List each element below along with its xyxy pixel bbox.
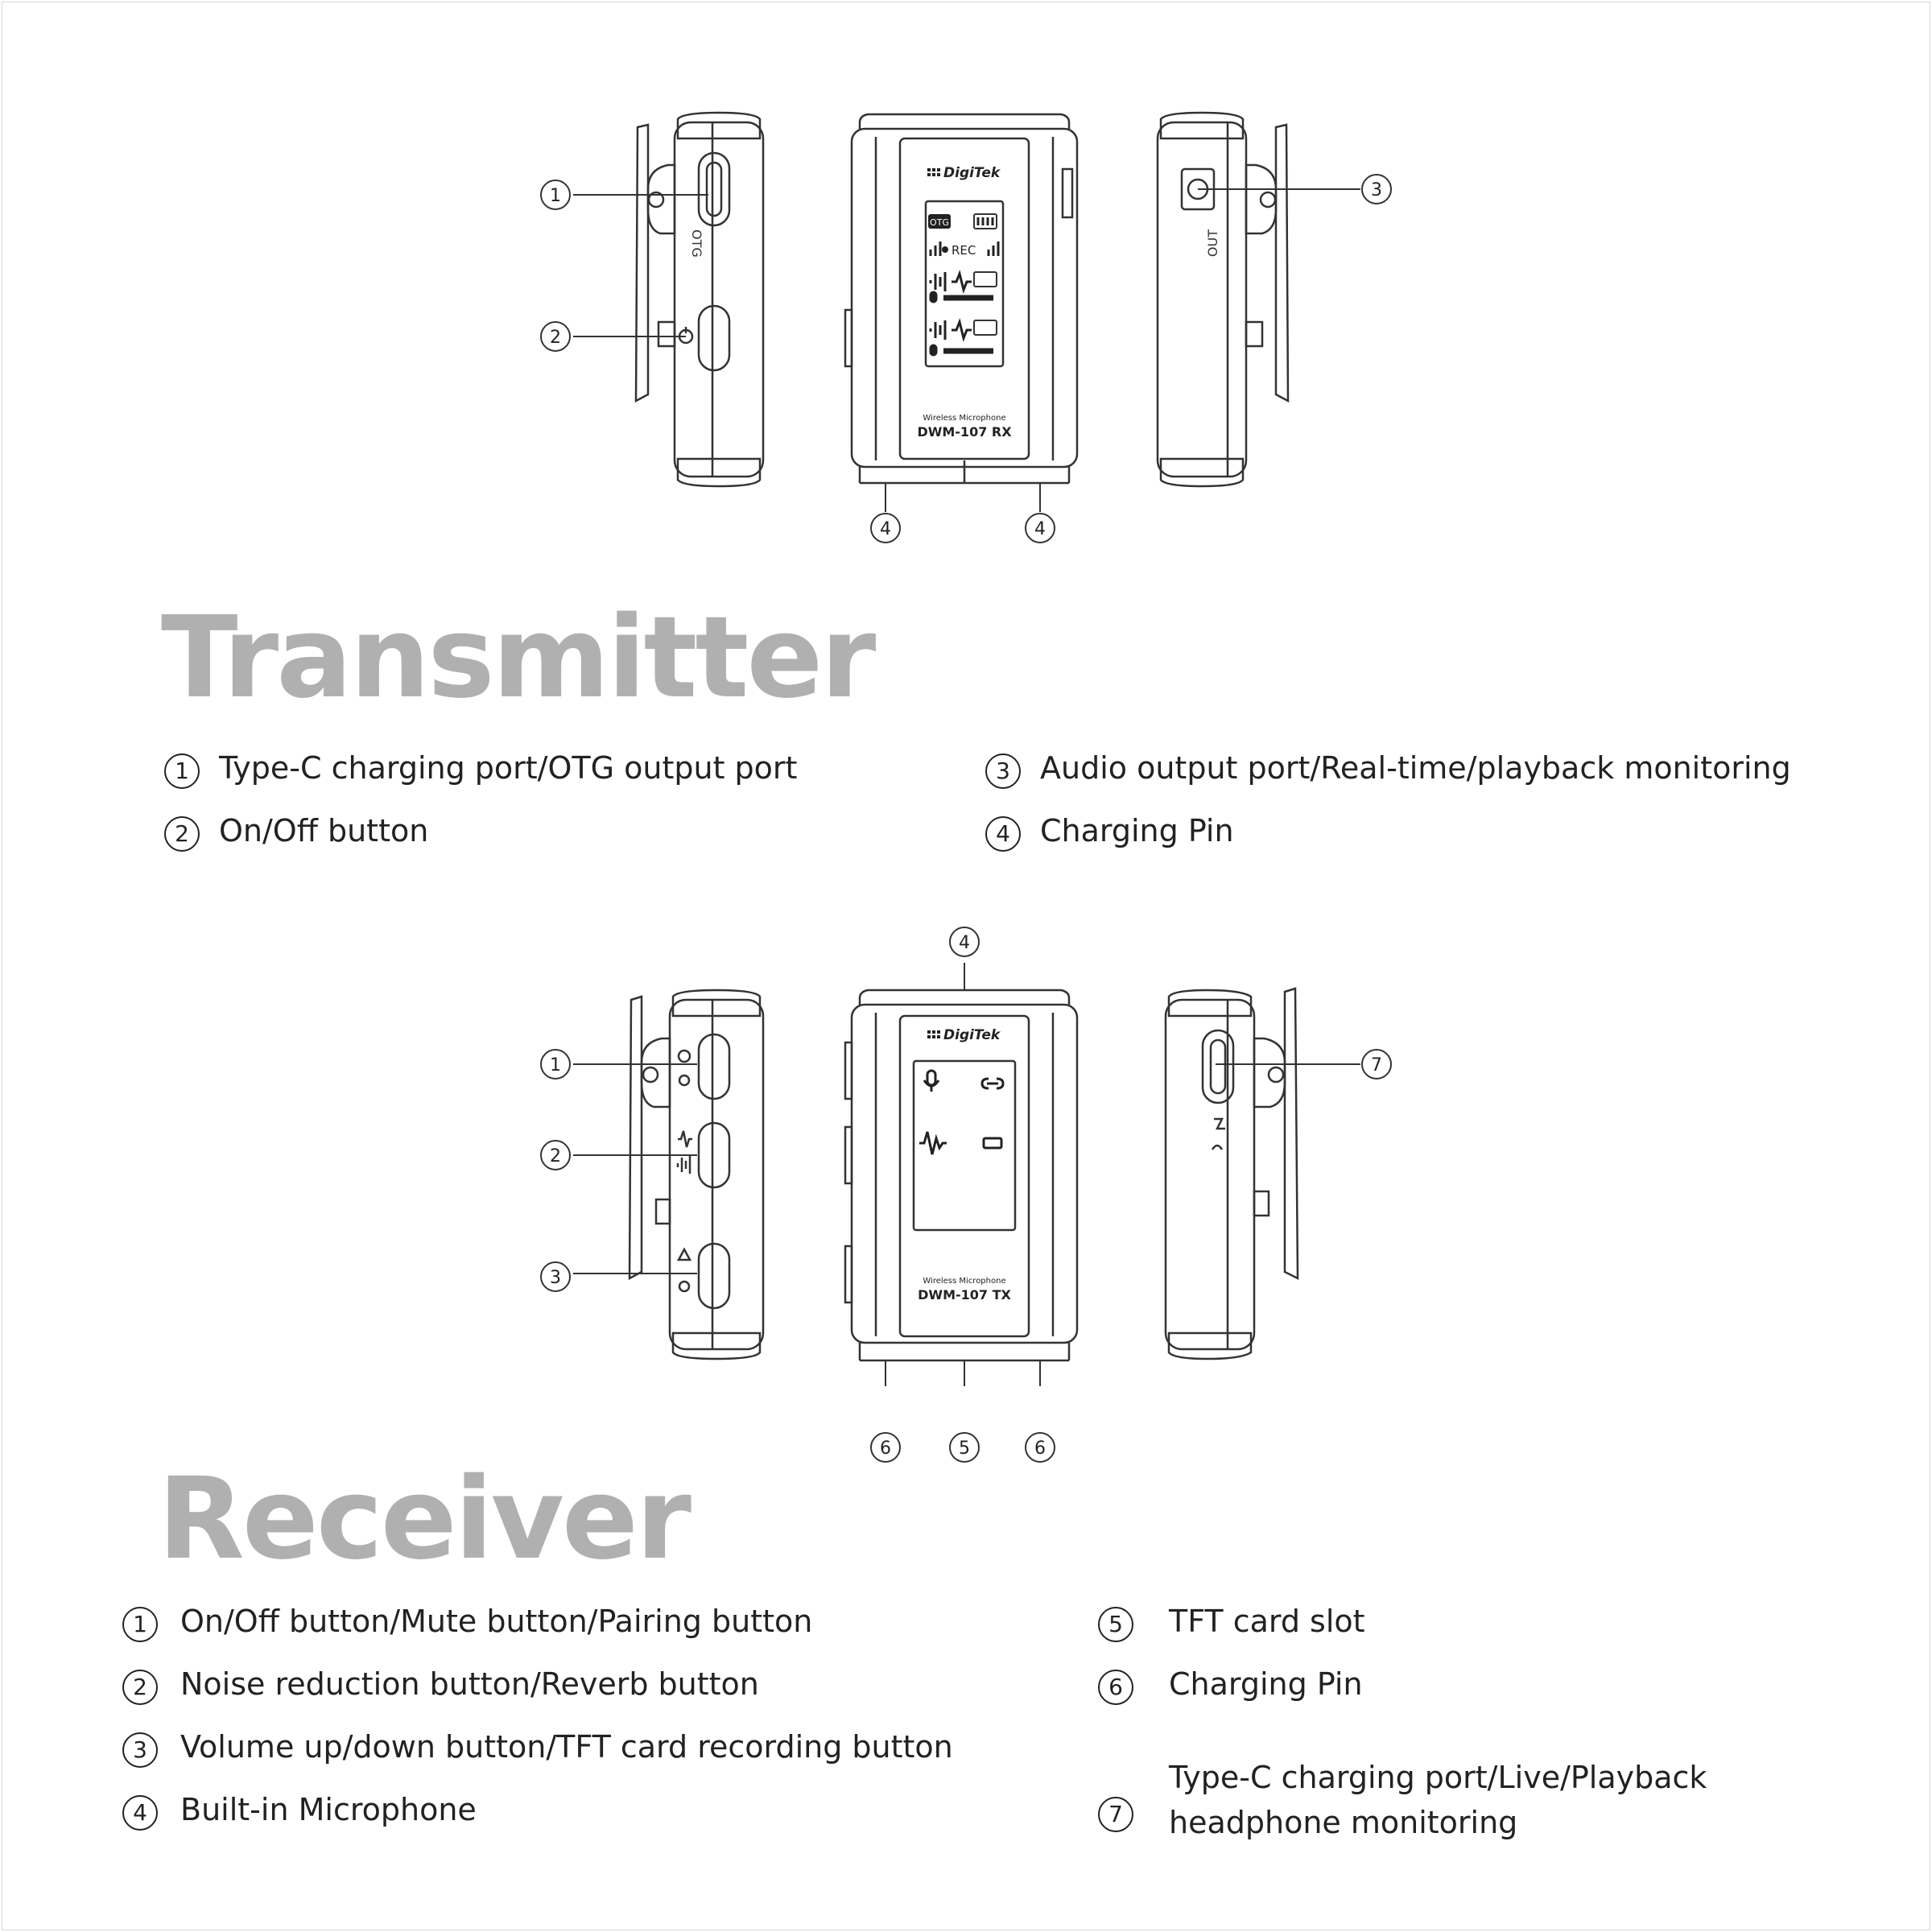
tx-legend-3: Audio output port/Real-time/playback mon…: [1040, 750, 1791, 786]
tx-marker-3: 3: [1371, 180, 1382, 200]
tx-side-otg-label: OTG: [689, 229, 704, 258]
rx-legend-4: Built-in Microphone: [180, 1792, 477, 1827]
tx-right-side-view: [1156, 111, 1290, 488]
rx-brand-logo: DigiTek: [927, 1027, 1001, 1043]
rx-legend-7: Type-C charging port/Live/Playback headp…: [1169, 1760, 1707, 1840]
diagram-callout-markers: [540, 174, 1392, 1463]
rx-marker-4: 4: [959, 933, 970, 953]
rx-callouts: [573, 963, 1360, 1386]
rx-marker-6b: 6: [1034, 1439, 1046, 1459]
tx-marker-2: 2: [550, 328, 561, 348]
rx-model: DWM-107 TX: [918, 1287, 1011, 1302]
tx-legend-4: Charging Pin: [1040, 813, 1234, 848]
tx-model: DWM-107 RX: [917, 424, 1012, 440]
tx-front-view: [844, 113, 1079, 485]
rx-legend-6: Charging Pin: [1169, 1666, 1363, 1702]
rx-legend-1: On/Off button/Mute button/Pairing button: [180, 1604, 813, 1639]
rx-marker-1: 1: [550, 1055, 561, 1075]
tx-legend-1: Type-C charging port/OTG output port: [219, 750, 798, 786]
tx-marker-4a: 4: [880, 519, 891, 539]
tx-side-out-label: OUT: [1205, 229, 1220, 257]
rx-legend-num-1: 1: [122, 1607, 158, 1642]
tx-legend-num-4: 4: [985, 816, 1021, 852]
receiver-title: Receiver: [158, 1454, 691, 1585]
svg-text:DigiTek: DigiTek: [943, 165, 1001, 181]
rx-legend-num-6: 6: [1098, 1670, 1133, 1705]
tx-legend-num-1: 1: [164, 753, 200, 789]
rx-front-view: [844, 989, 1079, 1362]
rx-left-side-view: [628, 989, 765, 1360]
rx-marker-2: 2: [550, 1146, 561, 1166]
tx-screen: [928, 213, 1000, 357]
tx-legend-num-2: 2: [164, 816, 200, 852]
tx-marker-1: 1: [550, 186, 561, 206]
tx-callouts: [573, 188, 1360, 512]
rx-legend-num-3: 3: [122, 1732, 158, 1768]
transmitter-title: Transmitter: [161, 592, 876, 724]
tx-left-side-view: [634, 111, 765, 488]
tx-screen-rec: REC: [952, 243, 976, 258]
rx-marker-3: 3: [550, 1268, 561, 1288]
tx-legend-2: On/Off button: [219, 813, 429, 848]
rx-legend-num-7: 7: [1098, 1797, 1133, 1832]
tx-caption: Wireless Microphone: [923, 414, 1005, 423]
tx-legend-num-3: 3: [985, 753, 1021, 789]
tx-brand-logo: DigiTek: [927, 165, 1001, 181]
rx-legend-2: Noise reduction button/Reverb button: [180, 1666, 759, 1702]
rx-marker-6a: 6: [880, 1439, 891, 1459]
rx-right-side-view: [1164, 987, 1299, 1360]
tx-marker-4b: 4: [1034, 519, 1046, 539]
rx-legend-num-2: 2: [122, 1670, 158, 1705]
rx-legend-num-5: 5: [1098, 1607, 1133, 1642]
rx-marker-7: 7: [1371, 1055, 1382, 1075]
rx-marker-5: 5: [959, 1439, 970, 1459]
svg-text:DigiTek: DigiTek: [943, 1027, 1001, 1043]
rx-screen: [919, 1069, 1005, 1155]
rx-caption: Wireless Microphone: [923, 1277, 1005, 1286]
rx-legend-5: TFT card slot: [1169, 1604, 1365, 1639]
tx-screen-otg: OTG: [930, 217, 949, 228]
rx-legend-3: Volume up/down button/TFT card recording…: [180, 1729, 953, 1765]
rx-legend-num-4: 4: [122, 1795, 158, 1831]
